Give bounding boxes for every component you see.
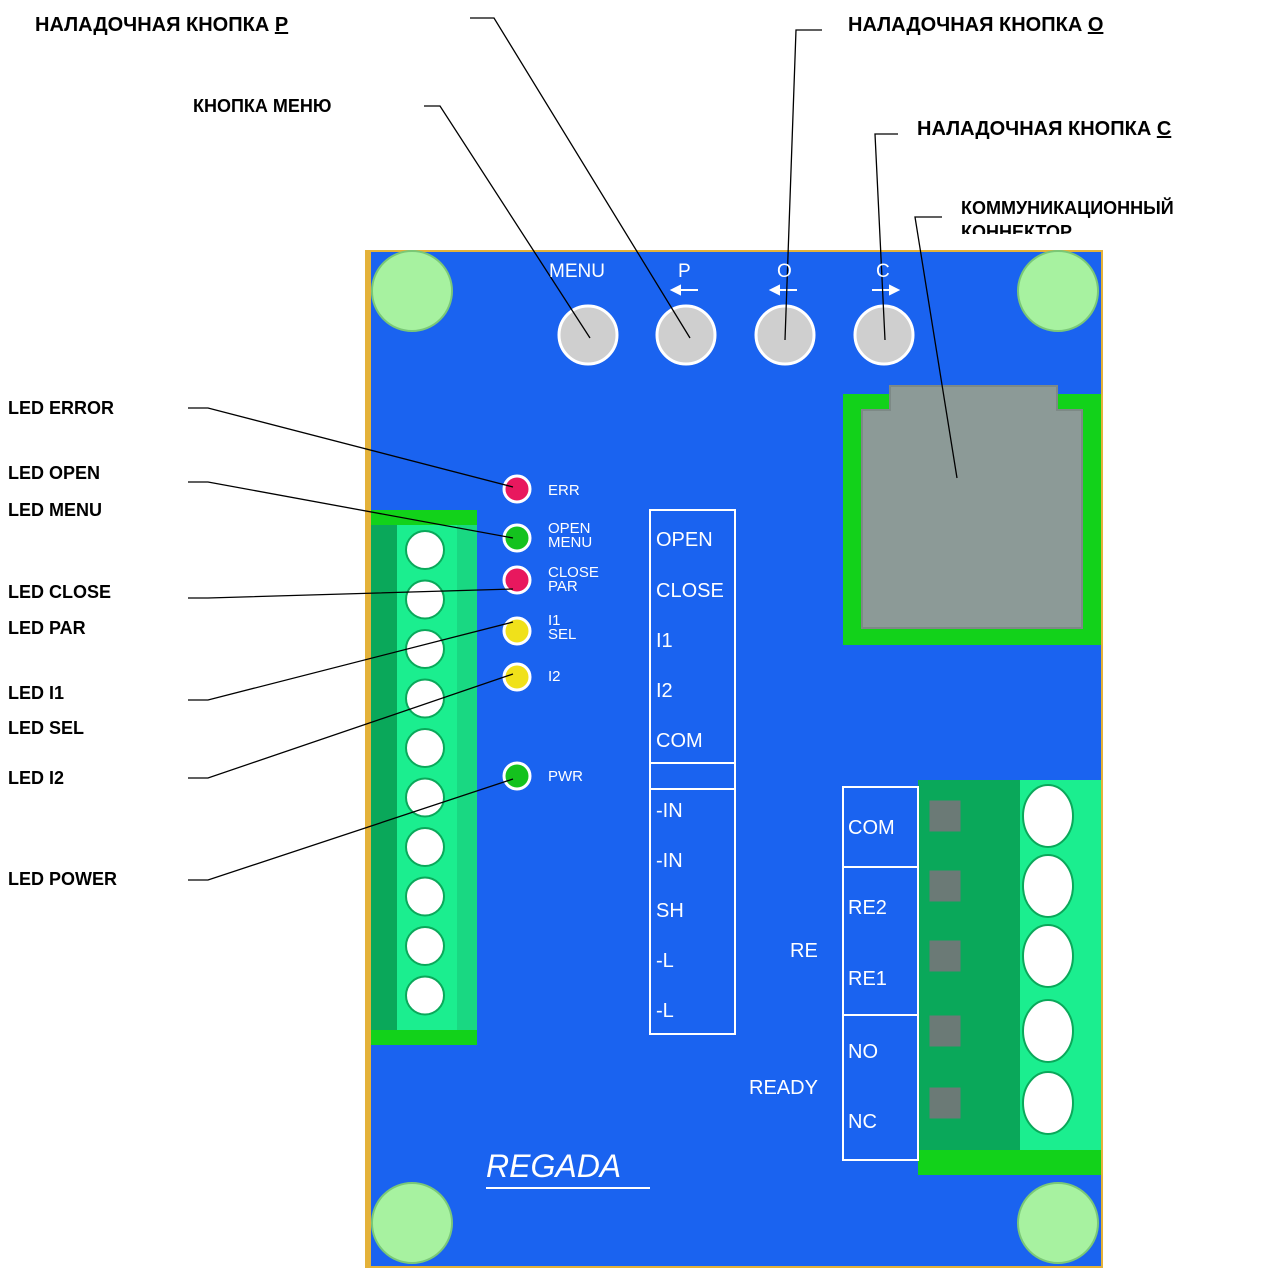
- relay-clamp: [926, 797, 964, 835]
- terminal-label: CLOSE: [656, 580, 724, 602]
- callout-connector-line1: КОММУНИКАЦИОННЫЙ: [961, 198, 1174, 218]
- relay-clamp: [926, 1084, 964, 1122]
- terminal-label: OPEN: [656, 529, 713, 551]
- terminal-label: COM: [656, 730, 703, 752]
- callout-connector: КОММУНИКАЦИОННЫЙ КОННЕКТОР: [961, 196, 1174, 234]
- terminal-screw: [405, 777, 445, 818]
- terminal-screw: [405, 728, 445, 768]
- board-led-close: CLOSE PAR: [548, 564, 599, 595]
- callout-led-i1: LED I1: [8, 683, 65, 703]
- relay-screw: [1022, 784, 1074, 848]
- terminal-label-box-bottom: [649, 788, 736, 1035]
- terminal-label: -L: [656, 950, 674, 972]
- mount-hole-bottom-left: [371, 1182, 453, 1264]
- callout-connector-line2: КОННЕКТОР: [961, 222, 1072, 234]
- board-led-pwr: PWR: [548, 768, 583, 785]
- led-i2: [502, 662, 532, 692]
- mount-hole-top-left: [371, 250, 453, 332]
- callout-led-error: LED ERROR: [8, 398, 115, 418]
- led-close-par: [502, 565, 532, 595]
- terminal-label: I2: [656, 680, 673, 702]
- relay-group-ready: READY: [749, 1077, 818, 1099]
- leader-lines: [188, 17, 958, 881]
- board-label-p: P: [678, 261, 691, 282]
- relay-clamp: [926, 1012, 964, 1050]
- terminal-screw: [405, 629, 445, 669]
- relay-label-re1: RE1: [848, 968, 887, 990]
- board-led-open: OPEN MENU: [548, 520, 593, 551]
- board-led-i1-line1: I1: [548, 612, 561, 629]
- relay-label-re2: RE2: [848, 897, 887, 919]
- callout-button-c-letter: C: [1156, 118, 1172, 140]
- left-terminal-dark: [371, 525, 397, 1030]
- callout-button-c-text: НАЛАДОЧНАЯ КНОПКА: [917, 118, 1152, 140]
- callout-led-power: LED POWER: [8, 869, 118, 889]
- relay-terminal-base: [918, 1150, 1101, 1175]
- terminal-screw: [405, 530, 445, 570]
- callout-led-par: LED PAR: [8, 618, 86, 638]
- relay-label-no: NO: [848, 1041, 878, 1063]
- board-led-open-line2: MENU: [548, 534, 593, 551]
- terminal-screw: [405, 579, 445, 620]
- terminal-label: -IN: [656, 850, 683, 872]
- terminal-screw: [405, 827, 445, 867]
- relay-screw: [1022, 854, 1074, 918]
- callout-button-p-text: НАЛАДОЧНАЯ КНОПКА: [35, 14, 270, 36]
- terminal-labels: OPEN CLOSE I1 I2 COM -IN -IN SH -L -L: [650, 510, 735, 1034]
- board-led-i2: I2: [548, 668, 561, 685]
- relay-group-re: RE: [790, 940, 818, 962]
- board-label-menu: MENU: [549, 261, 605, 282]
- relay-label-nc: NC: [848, 1111, 877, 1133]
- relay-screw: [1022, 924, 1074, 988]
- callout-button-o-letter: O: [1087, 14, 1104, 36]
- board-led-close-line2: PAR: [548, 578, 578, 595]
- board-led-i1-line2: SEL: [548, 626, 577, 643]
- terminal-label: -IN: [656, 800, 683, 822]
- callout-led-menu: LED MENU: [8, 500, 102, 520]
- relay-label-com: COM: [848, 817, 895, 839]
- board-led-err: ERR: [548, 482, 580, 499]
- board-label-c: C: [876, 261, 890, 282]
- callout-button-c: НАЛАДОЧНАЯ КНОПКА C: [917, 118, 1171, 141]
- brand-logo: REGADA: [486, 1148, 622, 1184]
- board-led-i1: I1 SEL: [548, 612, 577, 643]
- p-button[interactable]: [655, 304, 717, 366]
- terminal-screw: [405, 678, 445, 719]
- callout-led-open: LED OPEN: [8, 463, 101, 483]
- relay-clamp: [926, 867, 964, 905]
- callout-button-p: НАЛАДОЧНАЯ КНОПКА P: [35, 14, 288, 37]
- callout-led-close: LED CLOSE: [8, 582, 112, 602]
- callout-button-o: НАЛАДОЧНАЯ КНОПКА O: [848, 14, 1103, 37]
- terminal-label: I1: [656, 630, 673, 652]
- terminal-label: SH: [656, 900, 684, 922]
- led-i1-sel: [502, 616, 532, 646]
- led-open-menu: [502, 523, 532, 553]
- relay-label-box-ready: [842, 1014, 919, 1161]
- callout-led-sel: LED SEL: [8, 718, 85, 738]
- relay-clamp: [926, 937, 964, 975]
- callout-led-i2: LED I2: [8, 768, 65, 788]
- p-arrow-icon: [669, 284, 698, 296]
- board-label-o: O: [777, 261, 792, 282]
- o-arrow-icon: [768, 284, 797, 296]
- callout-menu-button: КНОПКА МЕНЮ: [193, 96, 332, 116]
- terminal-screw: [405, 975, 445, 1016]
- led-power: [502, 761, 532, 791]
- callout-button-o-text: НАЛАДОЧНАЯ КНОПКА: [848, 14, 1083, 36]
- board-led-close-line1: CLOSE: [548, 564, 599, 581]
- board-led-open-line1: OPEN: [548, 520, 591, 537]
- relay-screw: [1022, 999, 1074, 1063]
- callout-button-p-letter: P: [274, 14, 289, 36]
- mount-hole-bottom-right: [1017, 1182, 1099, 1264]
- communication-connector[interactable]: [861, 385, 1083, 629]
- terminal-label: -L: [656, 1000, 674, 1022]
- left-terminal-dark-right: [457, 525, 477, 1030]
- relay-screw: [1022, 1071, 1074, 1135]
- terminal-screw: [405, 926, 445, 966]
- led-error: [502, 474, 532, 504]
- terminal-screw: [405, 876, 445, 917]
- mount-hole-top-right: [1017, 250, 1099, 332]
